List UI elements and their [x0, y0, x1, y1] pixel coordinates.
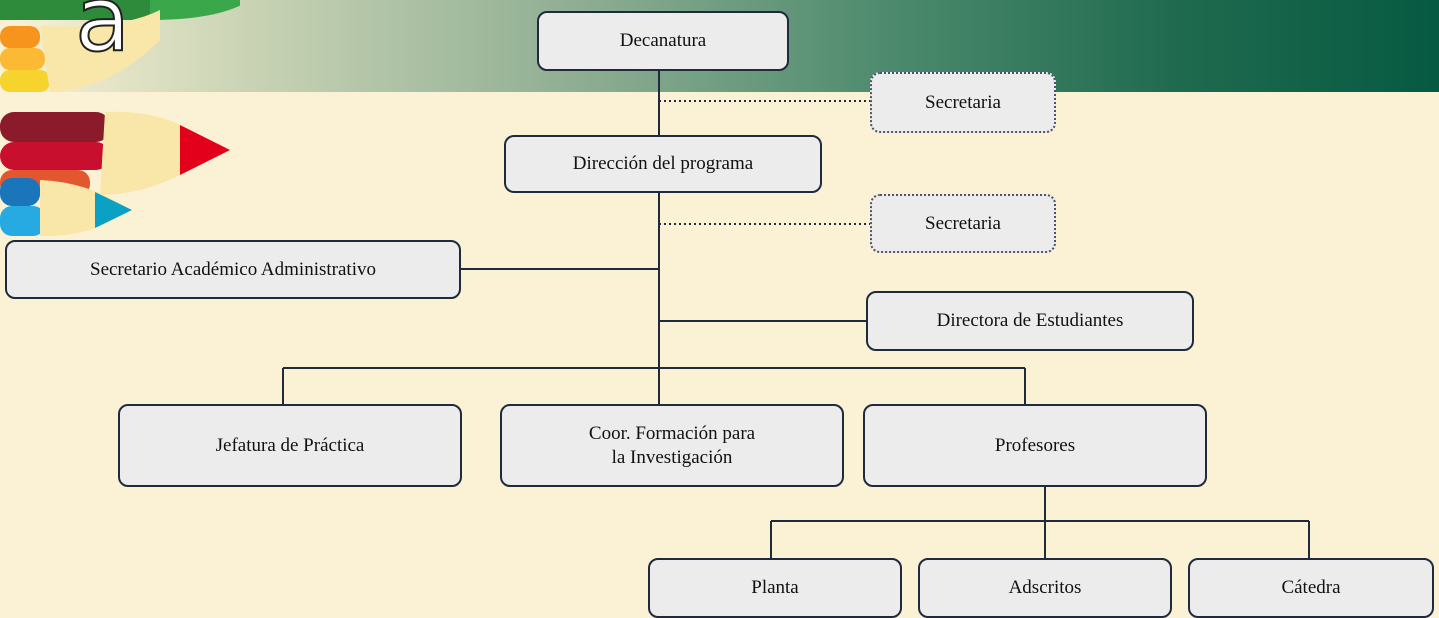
decanatura-label: Decanatura	[619, 30, 707, 52]
svg-text:a: a	[75, 0, 130, 72]
profesores-label: Profesores	[994, 434, 1076, 456]
secretaria-node-1: Secretaria	[870, 72, 1056, 133]
secretaria-label-2: Secretaria	[925, 212, 1001, 234]
adscritos-node: Adscritos	[918, 558, 1172, 618]
coor-formacion-node: Coor. Formación para la Investigación	[500, 404, 844, 487]
decanatura-node: Decanatura	[537, 11, 789, 71]
pencils-logo: a	[0, 0, 240, 237]
direccion-programa-label: Dirección del programa	[572, 153, 754, 175]
profesores-node: Profesores	[863, 404, 1207, 487]
directora-estudiantes-node: Directora de Estudiantes	[866, 291, 1194, 351]
secretaria-node-2: Secretaria	[870, 194, 1056, 253]
directora-estudiantes-label: Directora de Estudiantes	[936, 310, 1124, 332]
adscritos-label: Adscritos	[1008, 577, 1082, 599]
jefatura-practica-label: Jefatura de Práctica	[215, 434, 365, 456]
secretaria-label-1: Secretaria	[925, 91, 1001, 113]
jefatura-practica-node: Jefatura de Práctica	[118, 404, 462, 487]
secretario-academico-label: Secretario Académico Administrativo	[90, 258, 376, 280]
catedra-label: Cátedra	[1281, 577, 1341, 599]
planta-label: Planta	[751, 577, 799, 599]
secretario-academico-node: Secretario Académico Administrativo	[5, 240, 461, 299]
direccion-programa-node: Dirección del programa	[504, 135, 822, 193]
planta-node: Planta	[648, 558, 902, 618]
catedra-node: Cátedra	[1188, 558, 1434, 618]
coor-formacion-label: Coor. Formación para la Investigación	[588, 422, 756, 468]
